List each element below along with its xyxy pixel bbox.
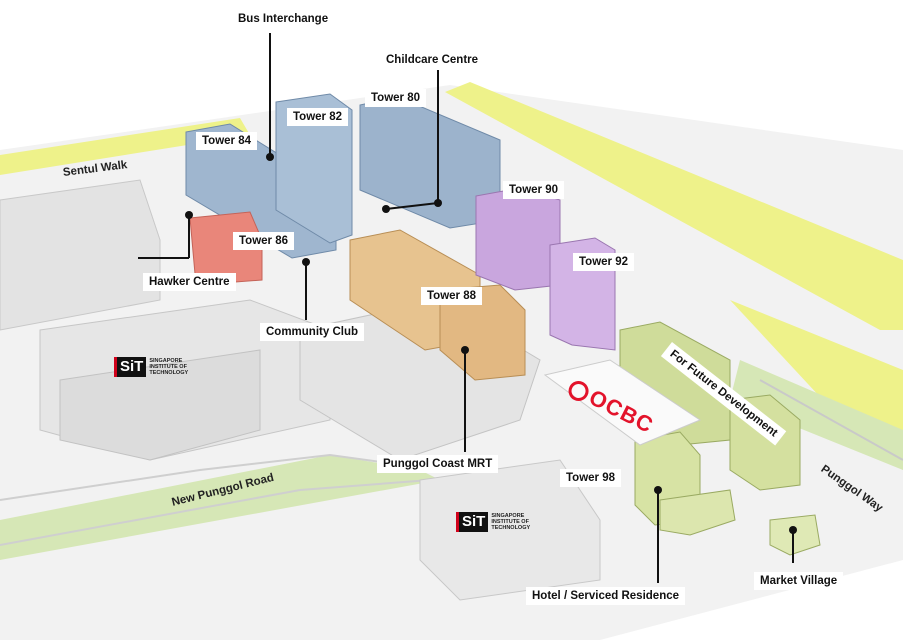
childcare-dot — [434, 199, 442, 207]
label-hotel-serviced-residence: Hotel / Serviced Residence — [526, 587, 686, 605]
hotel-building — [659, 489, 736, 536]
hawker-dot — [185, 211, 193, 219]
tower-90-building — [475, 187, 561, 291]
tower-84-building — [185, 123, 337, 259]
west-block — [0, 179, 161, 331]
mrt-dot — [461, 346, 469, 354]
label-market-village: Market Village — [754, 572, 844, 590]
sit-logo-mark: SiT — [456, 512, 489, 532]
market-dot — [789, 526, 797, 534]
label-bus-interchange: Bus Interchange — [238, 13, 329, 25]
tower-80-dot — [382, 205, 390, 213]
sit-logo-text: SINGAPORE INSTITUTE OF TECHNOLOGY — [149, 358, 189, 376]
tower-82-building — [275, 93, 353, 244]
label-tower-84: Tower 84 — [196, 132, 257, 150]
ocbc-roof — [543, 359, 702, 446]
community-club-dot — [302, 258, 310, 266]
label-hawker-centre: Hawker Centre — [143, 273, 236, 291]
tower-88-building — [439, 284, 526, 381]
hotel-dot — [654, 486, 662, 494]
punggol-way-line — [759, 379, 903, 461]
sit-logo-north: SiT SINGAPORE INSTITUTE OF TECHNOLOGY — [114, 357, 201, 377]
label-tower-86: Tower 86 — [233, 232, 294, 250]
label-tower-98: Tower 98 — [560, 469, 621, 487]
sit-logo-south: SiT SINGAPORE INSTITUTE OF TECHNOLOGY — [456, 512, 543, 532]
label-tower-88: Tower 88 — [421, 287, 482, 305]
label-punggol-coast-mrt: Punggol Coast MRT — [377, 455, 499, 473]
label-tower-92: Tower 92 — [573, 253, 634, 271]
label-tower-80: Tower 80 — [365, 89, 426, 107]
green-strip-road — [0, 455, 440, 560]
childcare-leader-h — [385, 202, 439, 210]
label-tower-82: Tower 82 — [287, 108, 348, 126]
label-childcare-centre: Childcare Centre — [386, 54, 479, 66]
sit-campus-south — [419, 459, 601, 601]
park-strip-east — [445, 82, 903, 330]
bus-interchange-dot — [266, 153, 274, 161]
sit-logo-mark: SiT — [114, 357, 147, 377]
sit-logo-text: SINGAPORE INSTITUTE OF TECHNOLOGY — [491, 513, 531, 531]
sit-campus-west-front — [59, 349, 261, 461]
market-village-building — [769, 514, 821, 556]
label-community-club: Community Club — [260, 323, 364, 341]
label-tower-90: Tower 90 — [503, 181, 564, 199]
new-punggol-road-line-2 — [0, 479, 431, 546]
